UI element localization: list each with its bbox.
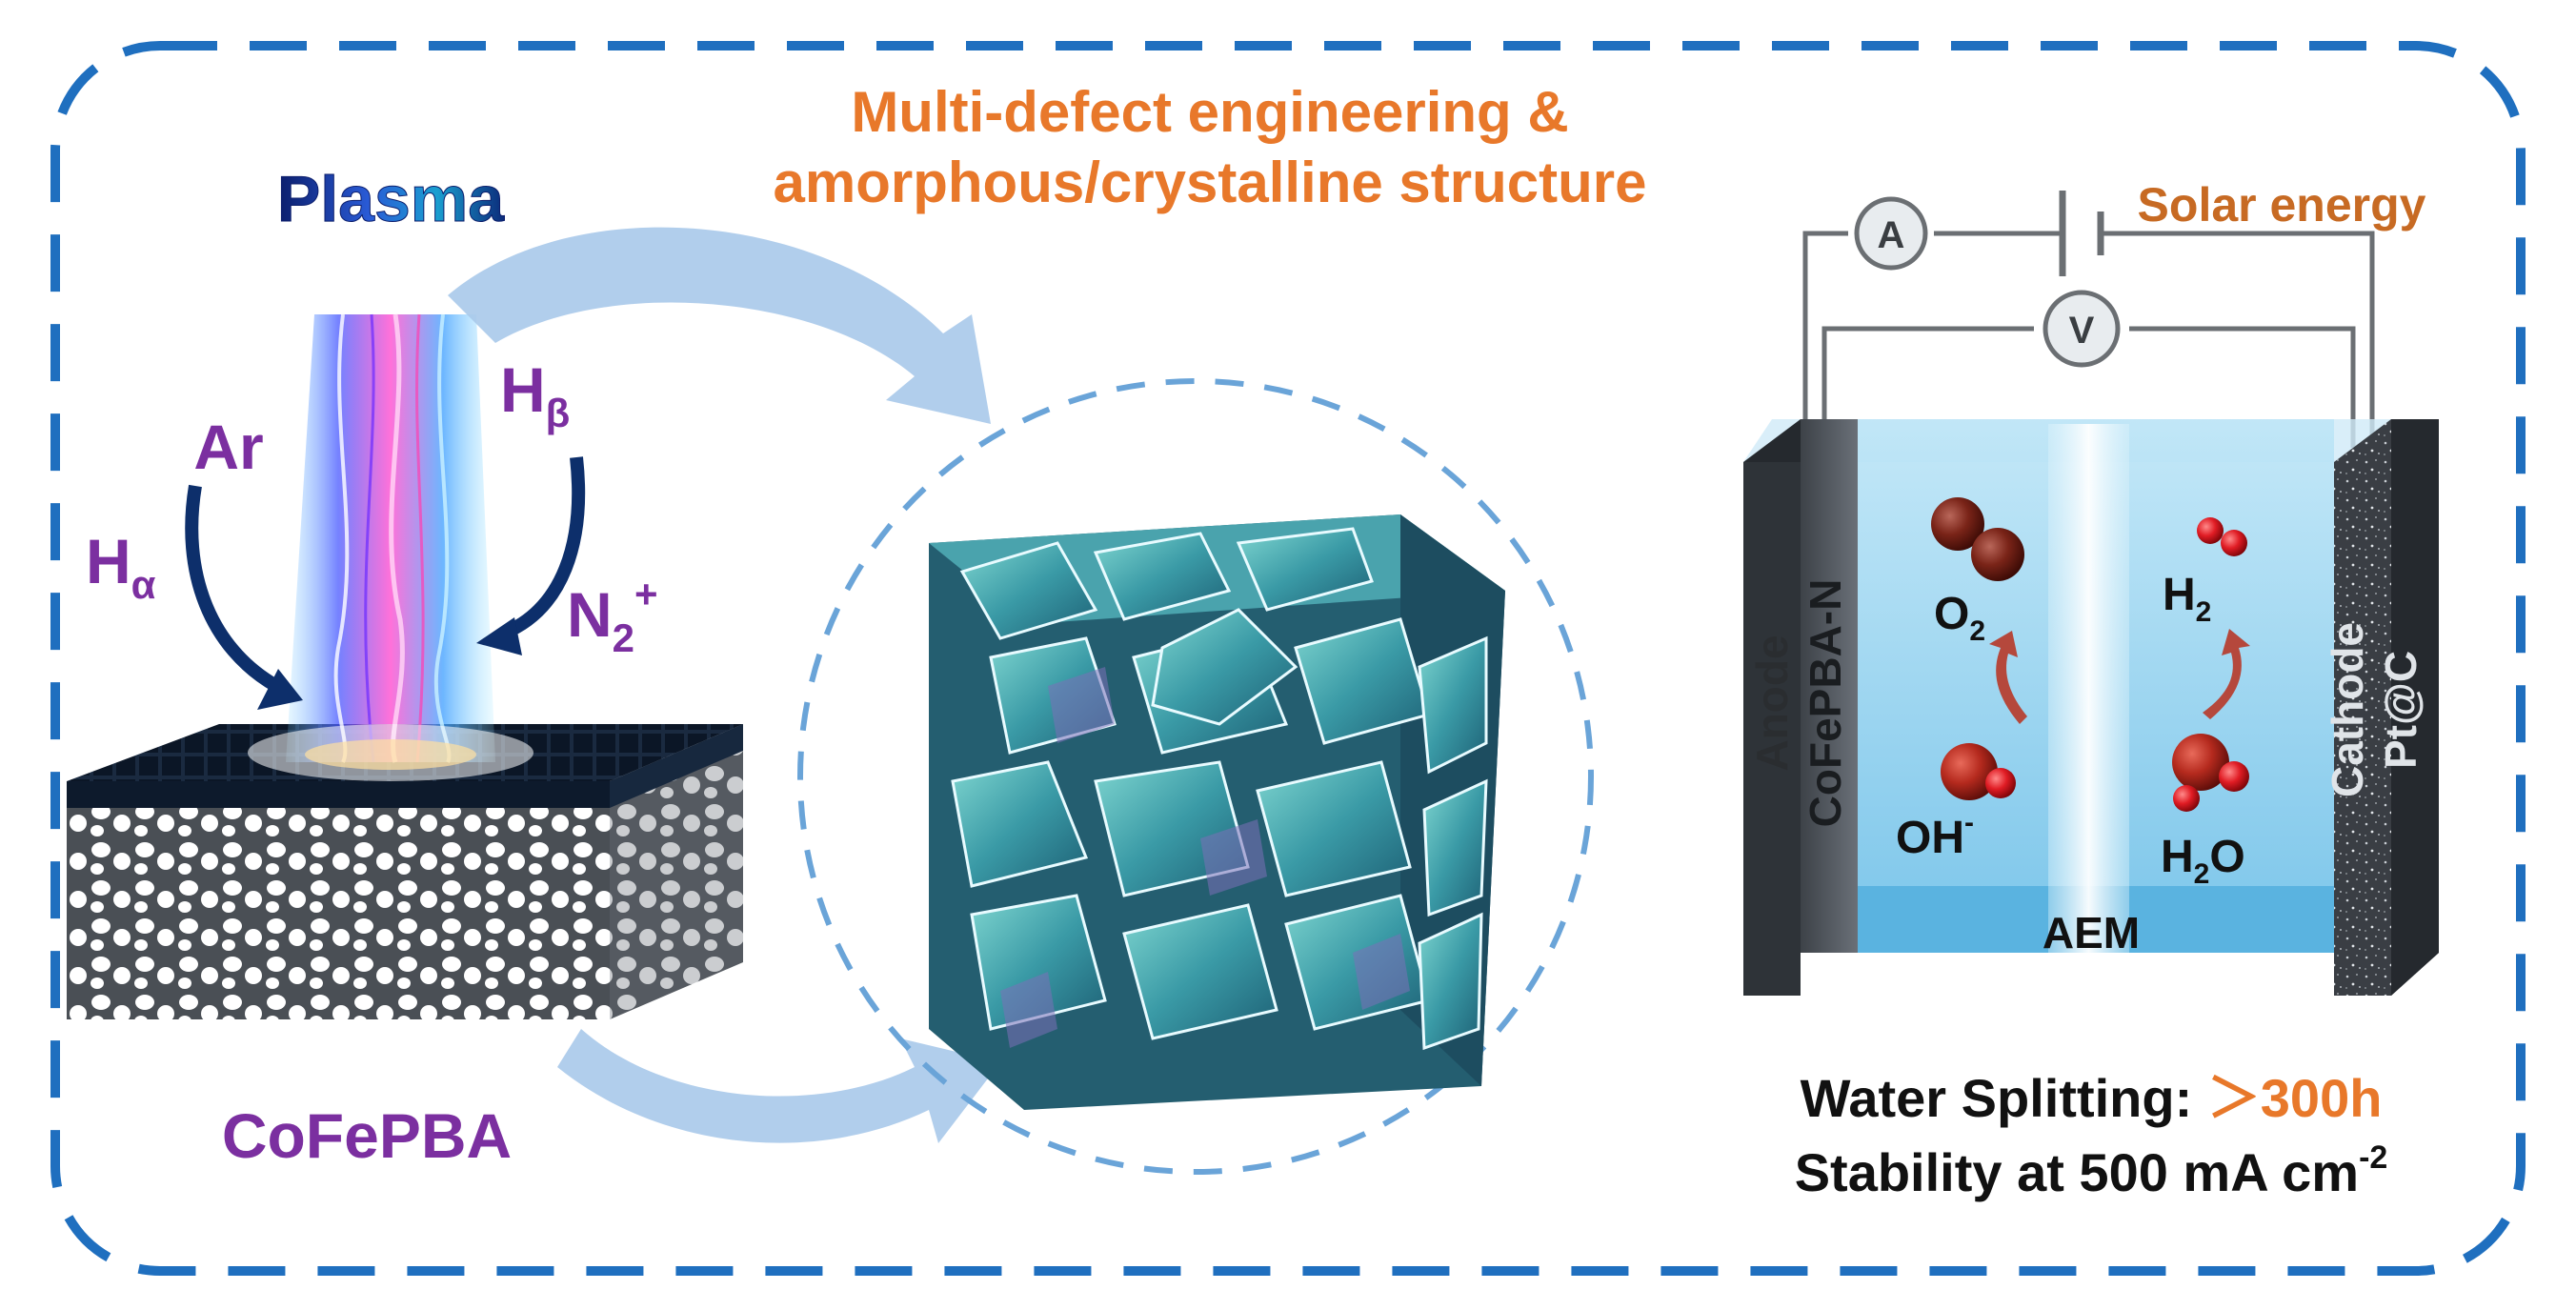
- outer-dashed-border: [50, 41, 2526, 1276]
- nanoflake-cube: [929, 514, 1505, 1110]
- o2-molecule-icon: [1931, 497, 2024, 581]
- transfer-arrow-top: [448, 227, 991, 424]
- plasma-title: Plasma: [277, 163, 505, 235]
- aem-label: AEM: [2043, 908, 2140, 957]
- h2-label: H2: [2163, 570, 2211, 628]
- solar-energy-label: Solar energy: [2138, 178, 2426, 232]
- cathode-electrode: [2334, 419, 2439, 996]
- voltmeter-icon: V: [2043, 290, 2121, 368]
- headline-line-1: Multi-defect engineering &: [851, 80, 1568, 144]
- right-arrowhead-icon: [476, 617, 522, 655]
- result-line-1: Water Splitting: ＞300h: [1801, 1068, 2383, 1128]
- species-ar: Ar: [193, 412, 263, 482]
- cathode-reaction-arrow-icon: [2203, 629, 2250, 719]
- nanostructure-panel: [797, 378, 1594, 1175]
- transfer-arrow-bottom: [557, 1029, 1000, 1143]
- h2-molecule-icon: [2197, 517, 2247, 556]
- o2-label: O2: [1934, 589, 1985, 647]
- result-line-2: Stability at 500 mA cm-2: [1795, 1139, 2388, 1202]
- anode-reaction-arrow-icon: [1989, 631, 2027, 724]
- substrate-label: CoFePBA: [222, 1100, 512, 1171]
- species-n2-plus: N2+: [567, 572, 658, 660]
- right-curved-arrow: [500, 456, 586, 640]
- cathode-label: Cathode: [2323, 622, 2372, 797]
- battery-icon: [2059, 191, 2104, 276]
- anode-material-label: CoFePBA-N: [1801, 579, 1850, 828]
- h2o-molecule-icon: [2172, 734, 2249, 812]
- electrolyzer-panel: A V Solar energy Anode CoFePBA-N: [1743, 178, 2439, 996]
- voltmeter-label: V: [2069, 310, 2095, 352]
- ammeter-label: A: [1878, 214, 1905, 256]
- left-arrowhead-icon: [257, 669, 303, 710]
- anode-label: Anode: [1747, 635, 1797, 771]
- aem-membrane: [2048, 424, 2129, 953]
- circuit-wires: [1802, 231, 2375, 448]
- headline-line-2: amorphous/crystalline structure: [774, 151, 1647, 214]
- cathode-material-label: Pt@C: [2376, 651, 2425, 769]
- plasma-panel: Plasma Ar Hα: [67, 163, 743, 1171]
- plasma-beam: [248, 313, 533, 781]
- oh-molecule-icon: [1941, 743, 2016, 800]
- left-curved-arrow: [185, 484, 280, 693]
- oh-label: OH-: [1896, 807, 1974, 863]
- ammeter-icon: A: [1854, 196, 1928, 271]
- dashed-circle-frame: [797, 378, 1594, 1175]
- h2o-label: H2O: [2161, 832, 2245, 890]
- species-h-beta: Hβ: [500, 354, 570, 435]
- anode-electrode: [1743, 419, 1858, 996]
- species-h-alpha: Hα: [86, 526, 156, 607]
